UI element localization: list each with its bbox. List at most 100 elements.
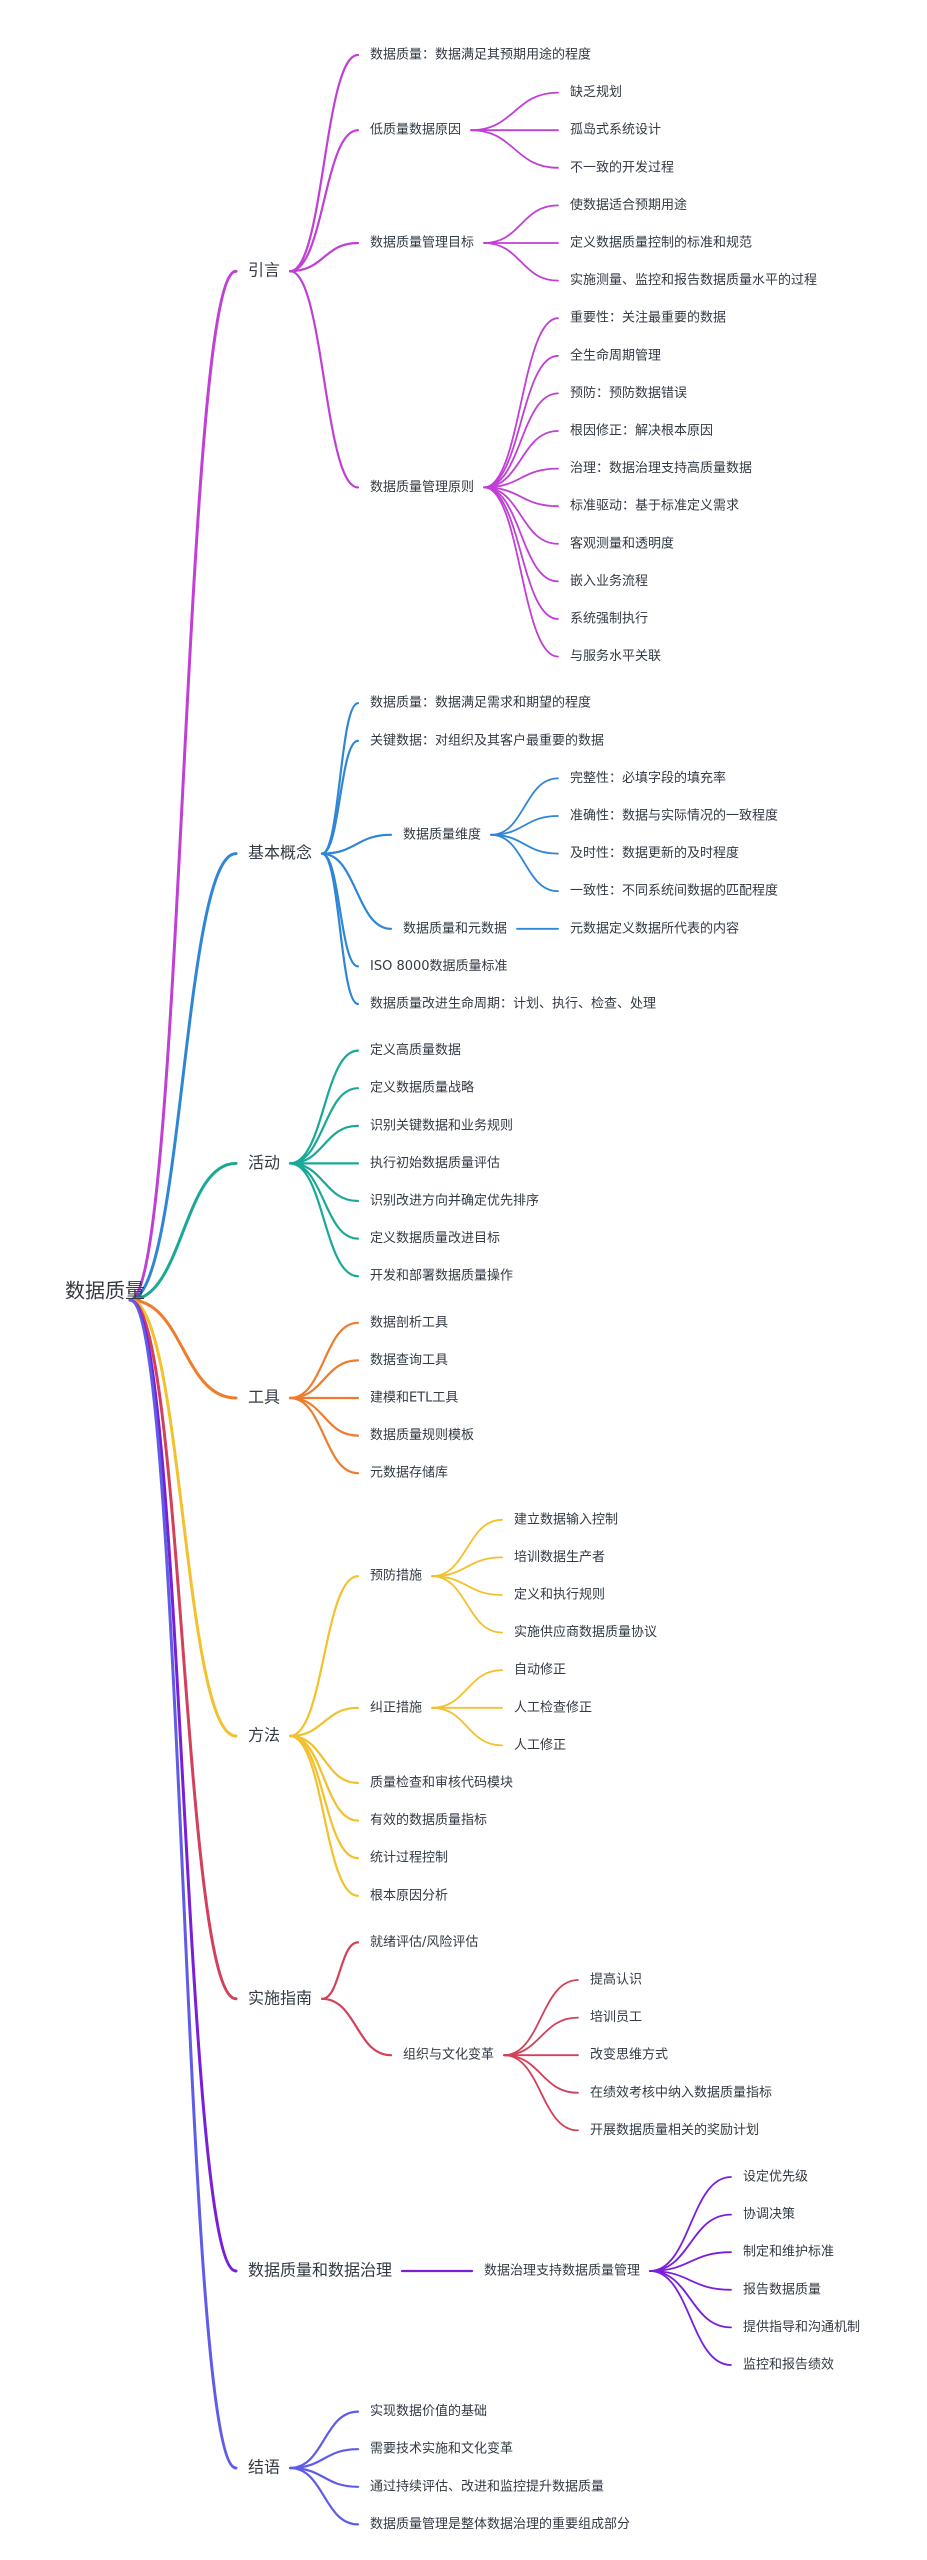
edge-4-1-to-0 [431,1669,503,1709]
node-4-5: 根本原因分析 [370,1888,448,1903]
node-0-3-1: 全生命周期管理 [570,347,661,363]
node-4-0-2: 定义和执行规则 [514,1588,605,1603]
edge-branch-3-to-3 [288,1396,360,1437]
edge-branch-1-to-1 [320,739,360,855]
node-6-0: 数据治理支持数据质量管理 [484,2264,640,2279]
edge-branch-1-to-5 [320,852,360,1006]
edge-branch-7-to-0 [288,2410,360,2470]
branch-1-label: 基本概念 [248,843,312,862]
edge-branch-3-to-4 [288,1396,360,1475]
node-1-2-3: 一致性：不同系统间数据的匹配程度 [570,883,778,899]
edge-root-to-1 [128,852,238,1302]
edge-6-0-to-4 [649,2270,732,2329]
node-5-1-1: 培训员工 [590,2009,642,2025]
node-5-1-3: 在绩效考核中纳入数据质量指标 [590,2085,772,2100]
node-0-3-4: 治理：数据治理支持高质量数据 [570,460,752,476]
edge-6-0-to-3 [649,2270,732,2291]
edge-4-0-to-2 [431,1575,503,1596]
node-6-0-0: 设定优先级 [743,2170,808,2185]
edge-0-3-to-9 [483,486,559,658]
node-4-1: 纠正措施 [370,1700,422,1715]
edge-0-2-to-2 [483,242,559,282]
edge-4-0-to-0 [431,1518,503,1578]
node-0-1: 低质量数据原因 [370,123,461,138]
branch-0-label: 引言 [248,261,280,280]
edge-0-3-to-1 [483,354,559,489]
edge-0-3-to-2 [483,392,559,489]
edge-6-0-to-0 [649,2176,732,2272]
branch-3-label: 工具 [248,1388,280,1407]
node-0-3-0: 重要性：关注最重要的数据 [570,310,726,326]
edge-branch-0-to-1 [288,129,360,273]
branch-4-label: 方法 [248,1726,280,1745]
node-0-1-2: 不一致的开发过程 [570,159,674,175]
edge-branch-3-to-0 [288,1321,360,1400]
edge-branch-2-to-5 [288,1162,360,1240]
node-5-1-0: 提高认识 [590,1972,642,1988]
edge-5-1-to-1 [503,2016,579,2057]
node-4-0: 预防措施 [370,1568,422,1584]
node-4-3: 有效的数据质量指标 [370,1812,487,1828]
edge-6-0-to-2 [649,2251,732,2272]
edge-root-to-4 [128,1298,238,1738]
node-7-1: 需要技术实施和文化变革 [370,2441,513,2457]
edge-5-1-to-4 [503,2054,579,2132]
node-4-4: 统计过程控制 [370,1851,448,1866]
edge-0-3-to-8 [483,486,559,620]
node-2-3: 执行初始数据质量评估 [370,1156,500,1171]
node-1-2: 数据质量维度 [403,826,481,842]
node-6-0-5: 监控和报告绩效 [743,2358,834,2373]
mindmap-nodes: 引言数据质量：数据满足其预期用途的程度低质量数据原因缺乏规划孤岛式系统设计不一致… [65,47,860,2532]
node-2-2: 识别关键数据和业务规则 [370,1117,513,1133]
edge-5-1-to-3 [503,2054,579,2094]
root-node: 数据质量 [65,1279,145,1303]
node-0-1-1: 孤岛式系统设计 [570,122,661,138]
edge-0-3-to-7 [483,486,559,583]
edge-branch-2-to-6 [288,1162,360,1278]
node-0-2-2: 实施测量、监控和报告数据质量水平的过程 [570,272,817,288]
node-2-0: 定义高质量数据 [370,1042,461,1058]
edge-branch-0-to-2 [288,241,360,273]
node-4-0-0: 建立数据输入控制 [514,1511,618,1527]
edge-4-0-to-3 [431,1575,503,1634]
edge-0-3-to-0 [483,317,559,489]
node-1-2-2: 及时性：数据更新的及时程度 [570,845,739,861]
edge-root-to-6 [128,1298,238,2273]
node-6-0-3: 报告数据质量 [743,2282,821,2297]
node-2-5: 定义数据质量改进目标 [370,1231,500,1246]
branch-6-label: 数据质量和数据治理 [248,2261,392,2280]
edge-branch-5-to-0 [320,1941,360,2000]
edge-root-to-2 [128,1161,238,1302]
node-0-3-9: 与服务水平关联 [570,648,661,664]
node-0-3-3: 根因修正：解决根本原因 [570,424,713,439]
node-0-3-8: 系统强制执行 [570,612,648,627]
edge-0-2-to-0 [483,204,559,244]
edge-root-to-0 [128,269,238,1302]
node-0-3-6: 客观测量和透明度 [570,535,674,551]
node-1-2-1: 准确性：数据与实际情况的一致程度 [570,808,778,824]
edge-0-3-to-4 [483,467,559,489]
edge-branch-3-to-1 [288,1359,360,1400]
node-1-2-0: 完整性：必填字段的填充率 [570,770,726,786]
branch-7-label: 结语 [248,2458,280,2477]
node-1-0: 数据质量：数据满足需求和期望的程度 [370,695,591,711]
node-0-3-2: 预防：预防数据错误 [570,385,687,401]
branch-5-label: 实施指南 [248,1988,312,2007]
node-3-4: 元数据存储库 [370,1465,448,1481]
edge-root-to-3 [128,1298,238,1400]
node-2-6: 开发和部署数据质量操作 [370,1268,513,1284]
node-1-1: 关键数据：对组织及其客户最重要的数据 [370,732,604,748]
node-2-1: 定义数据质量战略 [370,1080,474,1096]
edge-branch-2-to-4 [288,1162,360,1203]
node-1-3: 数据质量和元数据 [403,921,507,936]
node-5-1-4: 开展数据质量相关的奖励计划 [590,2122,759,2138]
edge-0-3-to-3 [483,430,559,489]
node-1-3-0: 元数据定义数据所代表的内容 [570,920,739,936]
node-0-3-5: 标准驱动：基于标准定义需求 [570,499,739,514]
edge-5-1-to-0 [503,1979,579,2057]
node-7-2: 通过持续评估、改进和监控提升数据质量 [370,2478,604,2494]
node-5-1: 组织与文化变革 [403,2047,494,2063]
node-4-0-3: 实施供应商数据质量协议 [514,1624,657,1640]
edge-root-to-7 [128,1298,238,2470]
